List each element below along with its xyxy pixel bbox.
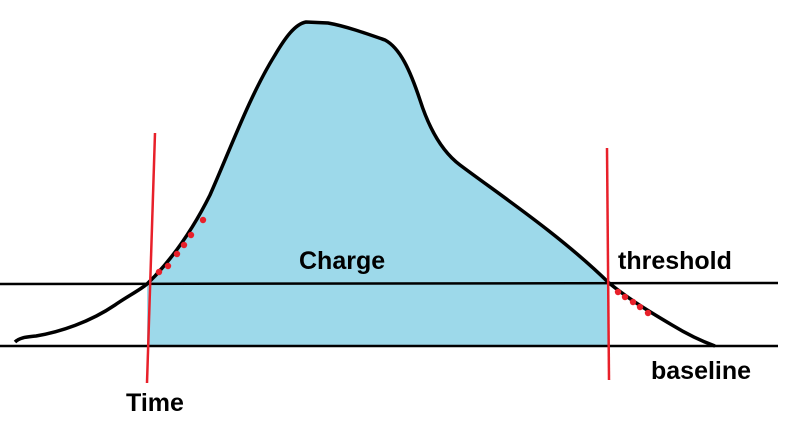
time-label: Time (126, 389, 184, 417)
rising-dot (199, 216, 207, 224)
end-marker-line (605, 147, 611, 381)
falling-edge-dots (614, 288, 652, 317)
falling-dot (614, 288, 622, 296)
falling-dot (636, 303, 644, 311)
rising-dot (180, 241, 188, 249)
rising-dot (155, 268, 163, 276)
threshold-label: threshold (618, 247, 732, 275)
charge-area (147, 22, 609, 346)
time-marker-line (145, 132, 157, 384)
pulse-curve (13, 20, 716, 348)
threshold-line (0, 281, 779, 286)
falling-dot (644, 309, 652, 317)
falling-dot (621, 293, 629, 301)
rising-dot (187, 231, 195, 239)
rising-dot (164, 262, 172, 270)
charge-label: Charge (299, 247, 385, 275)
falling-dot (629, 298, 637, 306)
rising-edge-dots (155, 216, 207, 276)
baseline-label: baseline (651, 357, 751, 385)
rising-dot (173, 250, 181, 258)
